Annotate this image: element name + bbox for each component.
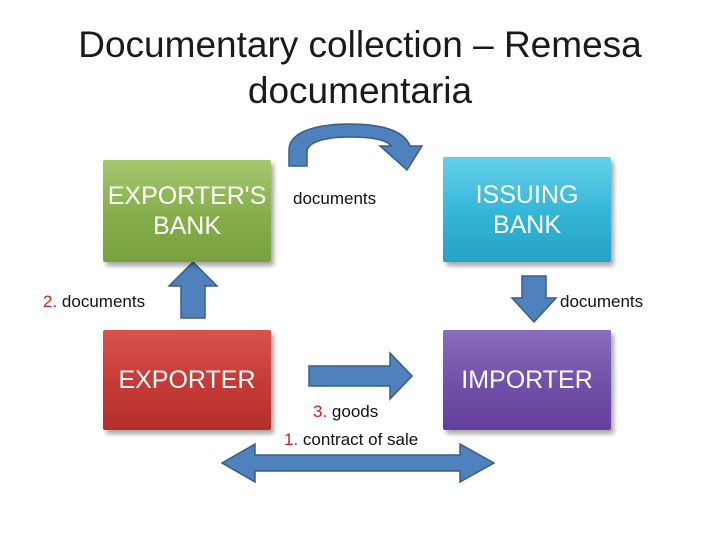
exporters-bank-line-1: EXPORTER'S: [107, 182, 267, 210]
step-number-1: 1.: [284, 430, 299, 449]
title-line-2: documentaria: [247, 70, 473, 111]
issuing-bank-line-1: ISSUING: [475, 180, 579, 209]
exporter-label: EXPORTER: [118, 366, 256, 394]
importer-label: IMPORTER: [461, 366, 593, 394]
contract-label: 1. contract of sale: [284, 430, 419, 449]
up-arrow-documents: [167, 260, 219, 319]
exporter-node: EXPORTER: [103, 330, 271, 430]
double-arrow-contract: [220, 442, 496, 484]
issuing-bank-line-2: BANK: [492, 210, 562, 239]
goods-label: 3. goods: [313, 402, 379, 421]
bank-to-bank-label: documents: [293, 189, 377, 208]
exporter-to-bank-label: 2. documents: [43, 292, 146, 311]
right-arrow-goods: [308, 351, 414, 401]
page-title: Documentary collection – Remesa document…: [40, 22, 680, 114]
down-arrow-documents: [510, 275, 558, 324]
step-number-3: 3.: [313, 402, 328, 421]
importer-node: IMPORTER: [443, 330, 611, 430]
issuing-bank-node: ISSUING BANK: [443, 157, 611, 262]
issuing-to-importer-label: documents: [560, 292, 644, 311]
exporters-bank-line-2: BANK: [152, 212, 222, 240]
curved-arrow-documents: [288, 123, 424, 172]
step-number-2: 2.: [43, 292, 58, 311]
exporters-bank-node: EXPORTER'S BANK: [103, 160, 271, 262]
title-line-1: Documentary collection – Remesa: [78, 24, 642, 65]
